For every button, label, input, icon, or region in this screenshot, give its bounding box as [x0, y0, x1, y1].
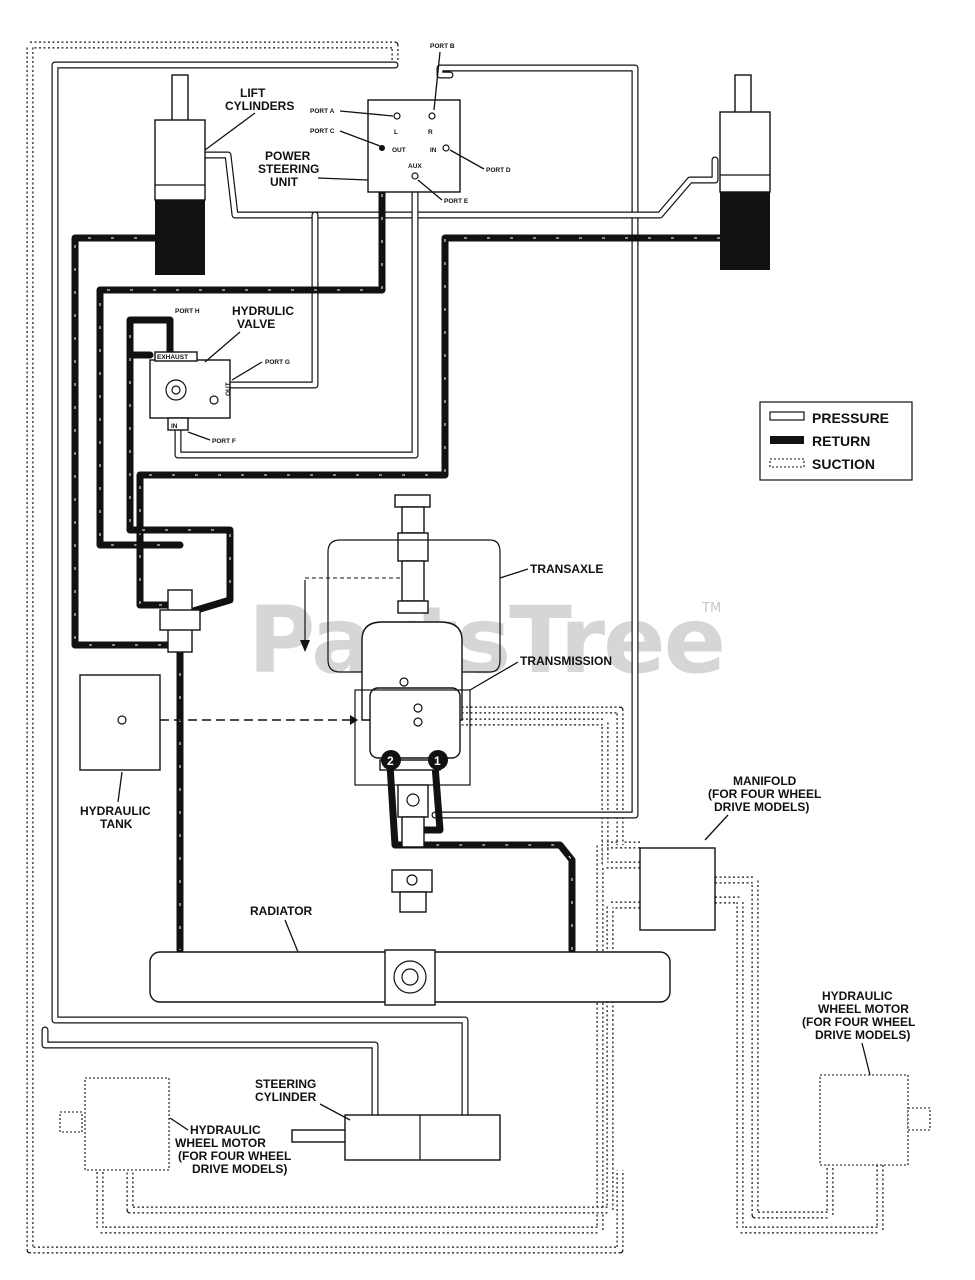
hydraulic-tank — [79, 674, 161, 771]
wheel-motor-right-label-line4: DRIVE MODELS) — [815, 1028, 910, 1042]
callout-1: 1 — [428, 750, 448, 770]
legend-suction: SUCTION — [812, 456, 875, 472]
transaxle-housing — [327, 539, 501, 673]
port-a-label: PORT A — [310, 108, 335, 115]
valve-exhaust-label: EXHAUST — [157, 354, 188, 361]
manifold — [639, 847, 716, 931]
wheel-motor-left — [59, 1077, 170, 1171]
legend: PRESSURE RETURN SUCTION — [759, 401, 913, 481]
wheel-motor-right — [819, 1074, 931, 1166]
port-e-icon — [411, 172, 419, 180]
lift-cylinder-left — [154, 74, 206, 275]
drive-shaft-upper — [394, 494, 431, 614]
port-c-icon — [379, 145, 385, 151]
valve-out-label: OUT — [225, 382, 232, 396]
watermark-brand: PartsTree — [248, 587, 724, 694]
port-a-icon — [393, 112, 401, 120]
steering-cylinder — [291, 1114, 501, 1161]
hydraulic-valve-label-line2: VALVE — [237, 317, 275, 331]
transmission — [354, 621, 471, 786]
hydraulic-tank-label-line2: TANK — [100, 817, 133, 831]
lift-cylinders-label-line2: CYLINDERS — [225, 99, 294, 113]
steering-cylinder-label-line1: STEERING — [255, 1077, 316, 1091]
valve-in-label: IN — [171, 423, 178, 430]
pressure-lines — [41, 61, 719, 1124]
psu-label-l: L — [394, 129, 398, 136]
radiator — [149, 949, 671, 1006]
manifold-label-line1: MANIFOLD — [733, 774, 797, 788]
wheel-motor-left-label-line3: (FOR FOUR WHEEL — [178, 1149, 291, 1163]
port-b-label: PORT B — [430, 43, 455, 50]
port-g-label: PORT G — [265, 359, 290, 366]
legend-return: RETURN — [812, 433, 870, 449]
callout-1-label: 1 — [434, 754, 441, 768]
power-steering-label-line1: POWER — [265, 149, 311, 163]
steering-cylinder-label-line2: CYLINDER — [255, 1090, 317, 1104]
transmission-label: TRANSMISSION — [520, 654, 612, 668]
radiator-label: RADIATOR — [250, 904, 313, 918]
tee-fitting — [159, 589, 201, 653]
power-steering-unit: L R OUT IN AUX — [367, 99, 461, 193]
port-d-label: PORT D — [486, 167, 511, 174]
psu-label-in: IN — [430, 147, 437, 154]
hydraulic-tank-label-line1: HYDRAULIC — [80, 804, 151, 818]
watermark-trademark: TM — [701, 601, 721, 616]
wheel-motor-left-label-line1: HYDRAULIC — [190, 1123, 261, 1137]
port-e-label: PORT E — [444, 198, 469, 205]
psu-label-out: OUT — [392, 147, 406, 154]
wheel-motor-right-label-line1: HYDRAULIC — [822, 989, 893, 1003]
port-f-label: PORT F — [212, 438, 236, 445]
port-d-icon — [442, 144, 450, 152]
hydraulic-valve: EXHAUST OUT IN — [149, 351, 232, 431]
callout-2: 2 — [381, 750, 401, 770]
wheel-motor-right-label-line2: WHEEL MOTOR — [818, 1002, 909, 1016]
callout-2-label: 2 — [387, 754, 394, 768]
manifold-label-line2: (FOR FOUR WHEEL — [708, 787, 821, 801]
transaxle-label: TRANSAXLE — [530, 562, 603, 576]
wheel-motor-left-label-line2: WHEEL MOTOR — [175, 1136, 266, 1150]
hydraulic-valve-label-line1: HYDRULIC — [232, 304, 294, 318]
port-b-icon — [428, 112, 436, 120]
psu-label-r: R — [428, 129, 433, 136]
psu-label-aux: AUX — [408, 163, 422, 170]
port-c-label: PORT C — [310, 128, 335, 135]
drive-shaft-lower — [391, 784, 433, 913]
wheel-motor-right-label-line3: (FOR FOUR WHEEL — [802, 1015, 915, 1029]
port-h-label: PORT H — [175, 308, 200, 315]
power-steering-label-line3: UNIT — [270, 175, 299, 189]
wheel-motor-left-label-line4: DRIVE MODELS) — [192, 1162, 287, 1176]
manifold-label-line3: DRIVE MODELS) — [714, 800, 809, 814]
lift-cylinder-right — [719, 74, 771, 270]
power-steering-label-line2: STEERING — [258, 162, 319, 176]
return-lines — [71, 144, 724, 954]
legend-pressure: PRESSURE — [812, 410, 889, 426]
lift-cylinders-label-line1: LIFT — [240, 86, 266, 100]
suction-lines — [26, 41, 884, 1254]
